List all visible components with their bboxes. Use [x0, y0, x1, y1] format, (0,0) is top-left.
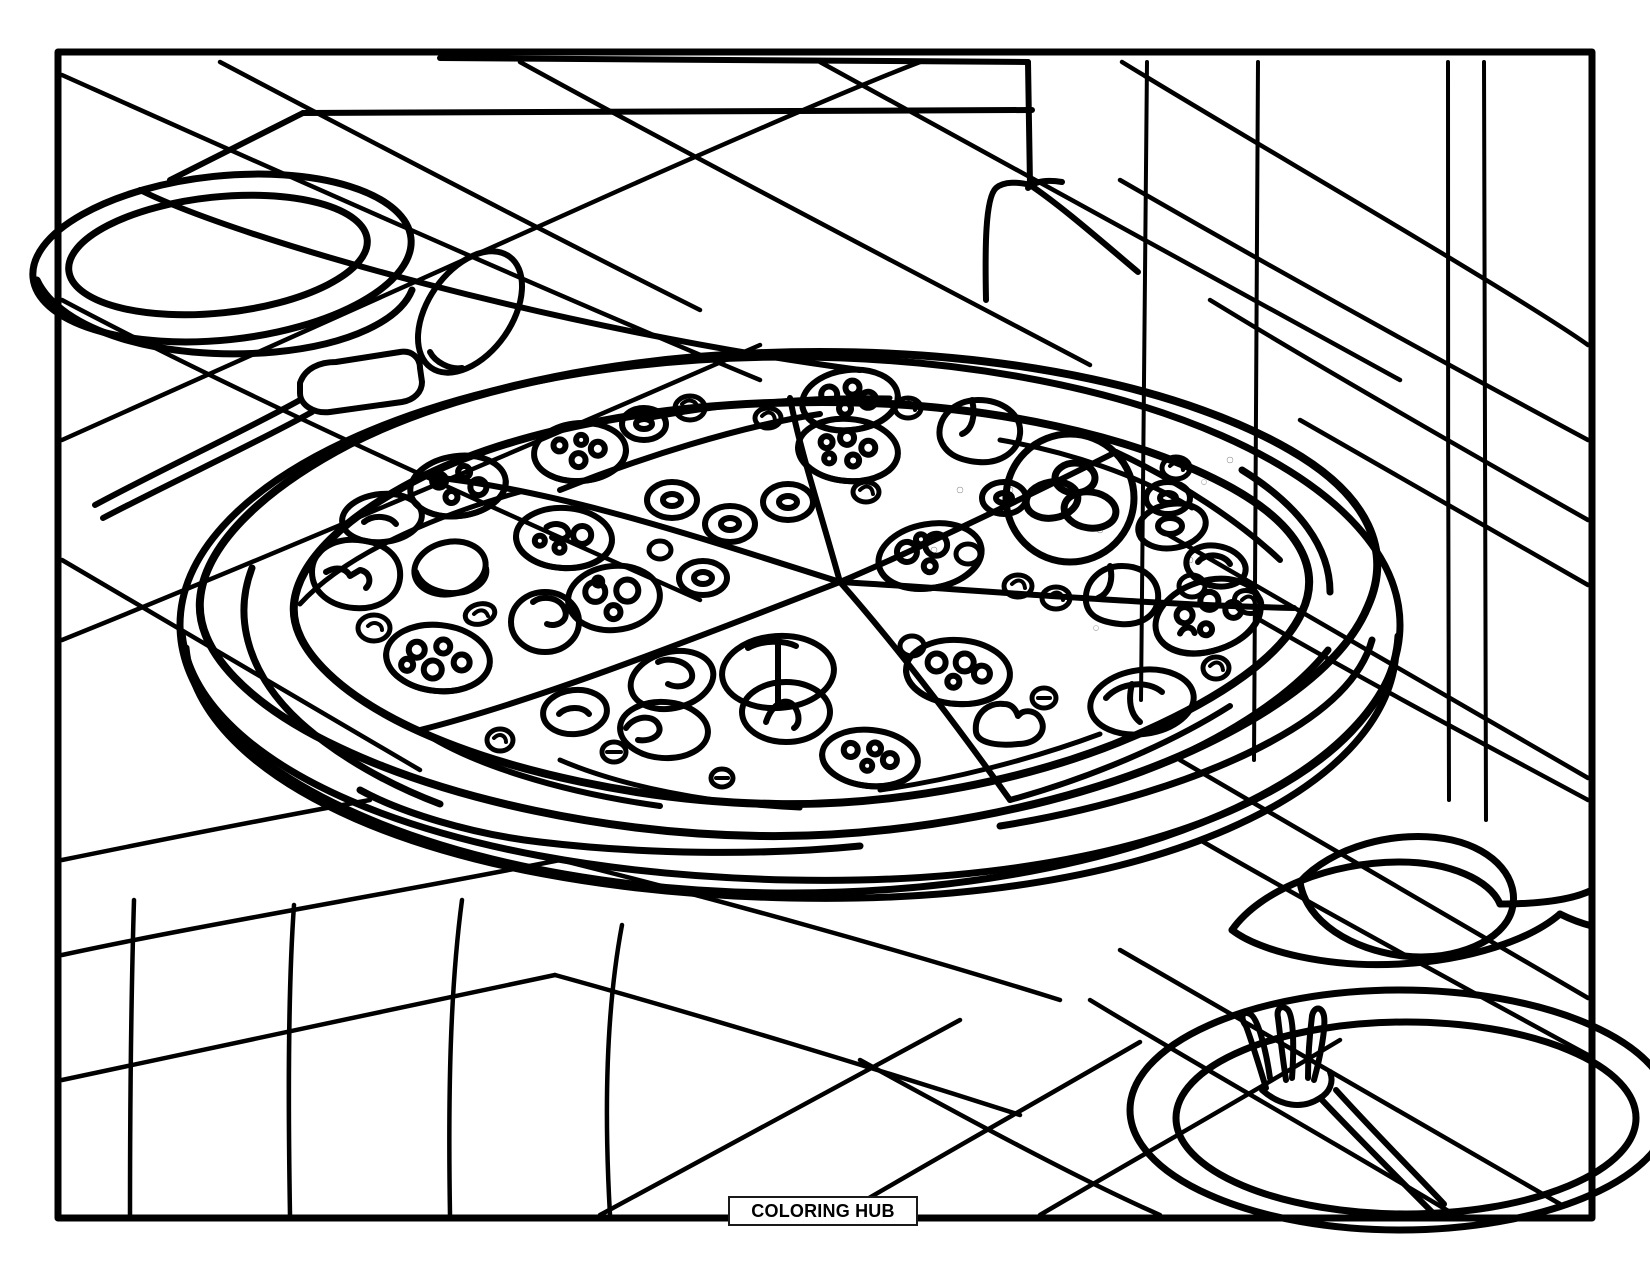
fork — [1239, 1004, 1447, 1215]
pepperoni-slices — [383, 366, 1264, 790]
pizza-tray — [176, 353, 1404, 902]
spoon — [414, 248, 526, 376]
knife — [92, 348, 425, 521]
lower-plate — [1126, 986, 1650, 1234]
crust-rolls — [240, 466, 1376, 856]
watermark-label: COLORING HUB — [751, 1201, 895, 1221]
upper-plate — [29, 170, 416, 358]
herb-dots — [355, 393, 1265, 790]
mozzarella-round — [1002, 430, 1138, 566]
olive-rings — [619, 405, 1194, 598]
watermark-badge: COLORING HUB — [728, 1196, 918, 1226]
pizza-slice-cuts — [417, 395, 1297, 809]
mushroom-slices — [309, 397, 1249, 762]
tablecloth-pattern — [59, 59, 1591, 1218]
